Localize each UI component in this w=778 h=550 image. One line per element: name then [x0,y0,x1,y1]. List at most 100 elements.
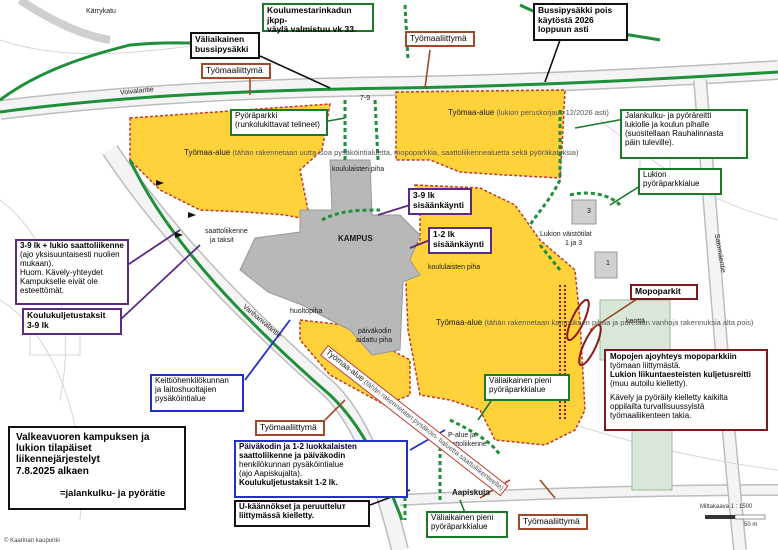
callout-mopojen-ajo-line-4: (muu autoilu kielletty). [610,378,688,388]
callout-sisaankaynti-39-line-2: sisäänkäynti [413,199,465,210]
work-area-top-left-label: Työmaa-alue (tähän rakennetaan uutta iso… [184,148,578,158]
callout-keittio-line-1: Keittiöhenkilökunnan [155,376,229,385]
callout-paivakoti-saatto-line-2: saattoliikenne ja päiväkodin [239,450,346,460]
one-way-arrows [156,180,196,238]
street-aapiskuja: Aapiskuja [452,488,490,497]
callout-paivakoti-saatto-line-1: Päiväkodin ja 1-2 luokkalaisten [239,442,357,451]
work-area-right-desc-1: (tähän rakennetaan kampuksen [484,318,590,327]
work-area-right-desc-3: rakennuksia alta pois) [680,318,754,327]
callout-lukion-pyoraparkki-line-2: pyöräparkkialue [643,178,700,188]
callout-tyomaaliittyma-bottom: Työmaaliittymä [518,514,588,530]
callout-jalankulku-lukio-line-1: Jalankulku- ja pyöräreitti [625,111,712,120]
place-number-1: 1 [606,260,610,267]
callout-ukaannos: U-käännökset ja peruutteluт liittymässä … [234,500,370,527]
place-kampus: KAMPUS [338,234,373,243]
work-area-top-right-desc-1: (lukion peruskorjaus [496,108,564,117]
callout-saatto-39-line-5: Kampukselle eivät ole [20,276,98,286]
work-area-right-desc-2: pihaa ja puretaan vanhoja [591,318,679,327]
mopo-area-ellipse-2 [578,323,602,367]
place-p-alue-1: P-alue ja [448,432,476,439]
street-karrykatu: Kärrykatu [86,8,116,15]
work-area-top-left-desc-3: saattoliikennealuetta sekä [441,148,528,157]
callout-bussipysakki-pois-line-3: loppuun asti [538,24,589,35]
callout-koulumestari-line-2: väylä valmistuu vk 33. [267,24,357,35]
callout-koulumestari-line-1: Koulumestarinkadun jkpp- [267,5,352,25]
place-number-3: 3 [587,208,591,215]
place-koululaisten-piha-mid: koululaisten piha [428,264,481,271]
callout-koulumestari: Koulumestarinkadun jkpp- väylä valmistuu… [262,3,374,35]
map-title-line-2: lukion tilapäiset liikennejärjestelyt [16,443,100,466]
callout-bussipysakki-pois-line-1: Bussipysäkki pois [538,5,613,15]
road-karrykatu [17,0,111,44]
place-kentta: kenttä [626,318,646,325]
callout-ukaannos-line-2: liittymässä kielletty. [239,510,314,520]
callout-saatto-39: 3-9 lk + lukio saattoliikenne (ajo yksis… [15,239,129,305]
callout-pyoraparkki: Pyöräparkki (runkolukittavat telineet) [230,109,328,136]
place-paivakoti-piha-1: päiväkodin [358,328,392,335]
map-title-panel: Valkeavuoren kampuksen ja lukion tilapäi… [8,426,186,510]
callout-valiaikainen-pieni: Väliaikainen pieni pyöräparkkialue [484,374,570,401]
callout-valiaikainen-pieni-line-1: Väliaikainen pieni [489,376,552,385]
building-3 [571,199,597,225]
callout-mopojen-ajo-line-5: Kävely ja pyöräily kielletty kaikilta [610,392,728,402]
callout-lines-purple [119,204,431,321]
callout-keittio: Keittiöhenkilökunnan ja laitoshuoltajien… [150,374,244,412]
callout-paivakoti-saatto: Päiväkodin ja 1-2 luokkalaisten saattoli… [234,440,408,498]
callout-koulukuljetus-39: Koulukuljetustaksit 3-9 lk [22,308,122,335]
callout-saatto-39-line-2: (ajo yksisuuntaisesti nuolien [20,249,120,259]
callout-sisaankaynti-12: 1-2 lk sisäänkäynti [428,227,492,254]
callout-jalankulku-lukio: Jalankulku- ja pyöräreitti lukiolle ja k… [620,109,748,159]
map-title-line-3: 7.8.2025 alkaen [16,465,89,477]
callout-tyomaaliittyma-left: Työmaaliittymä [201,63,271,79]
map-title-line-1: Valkeavuoren kampuksen ja [16,432,150,443]
place-saattoliikenne-taksit: ja taksit [210,237,234,244]
place-p-alue-2: saattoliikenne [444,441,487,448]
callout-valiaikainen-pieni-2-line-1: Väliaikainen pieni [431,513,494,522]
work-area-top-left-desc-2: pysäköintialuetta, mopoparkkia, [334,148,440,157]
callout-paivakoti-saatto-line-4: (ajo Aapiskujalta). [239,468,303,478]
callout-saatto-39-line-1: 3-9 lk + lukio saattoliikenne [20,241,124,250]
callout-koulukuljetus-39-line-2: 3-9 lk [27,319,49,330]
callout-valiaikainen-pieni-2-line-2: pyöräparkkialue [431,521,488,531]
callout-koulukuljetus-39-line-1: Koulukuljetustaksit [27,310,106,320]
building-kampus [239,159,421,356]
callout-valiaikainen-pieni-line-2: pyöräparkkialue [489,384,546,394]
callout-pyoraparkki-line-1: Pyöräparkki [235,111,278,120]
callout-saatto-39-line-4: Huom. Kävely-yhteydet [20,267,103,277]
callout-bussipysakki-pois-line-2: käytöstä 2026 [538,14,594,25]
work-area-top-left-title: Työmaa-alue [184,148,231,157]
callout-mopojen-ajo-line-6: oppilailta turvallisuussyistä [610,401,705,411]
work-area-right-label: Työmaa-alue (tähän rakennetaan kampuksen… [436,318,753,328]
place-paivakoti-piha-2: aidattu piha [356,337,393,344]
callout-bussipysakki-pois: Bussipysäkki pois käytöstä 2026 loppuun … [533,3,628,41]
callout-pyoraparkki-line-2: (runkolukittavat telineet) [235,119,320,129]
callout-keittio-line-3: pysäköintialue [155,393,206,403]
callout-jalankulku-lukio-line-2: lukiolle ja koulun pihalle [625,119,710,129]
callout-sisaankaynti-39-line-1: 3-9 lk [413,190,435,200]
place-koululaisten-piha-top: koululaisten piha [332,166,385,173]
callout-lukion-pyoraparkki-line-1: Lukion [643,170,667,179]
callout-paivakoti-saatto-line-5: Koulukuljetustaksit 1-2 lk. [239,477,338,487]
copyright: © Kaarinan kaupunki [4,538,60,544]
callout-sisaankaynti-12-line-1: 1-2 lk [433,229,455,239]
work-area-top-left-desc-4: pyöräkatoksia) [529,148,579,157]
callout-sisaankaynti-39: 3-9 lk sisäänkäynti [408,188,472,215]
work-area-right-title: Työmaa-alue [436,318,483,327]
work-area-top-right [395,89,566,179]
scale-bar-label: 50 m [744,522,758,528]
callout-mopojen-ajo-line-7: työmaaliikenteen takia. [610,410,692,420]
place-huoltopiha: huoltopiha [290,308,323,315]
callout-lines-red [249,49,641,499]
mopo-area-ellipse-1 [566,298,590,342]
callout-mopojen-ajo-line-1: Mopojen ajoyhteys mopoparkkiin [610,352,737,361]
work-area-top-right-title: Työmaa-alue [448,108,495,117]
callout-valiaikainen-bussipysakki-line-2: bussipysäkki [195,43,249,54]
legend-label: =jalankulku- ja pyörätie [60,487,166,499]
callout-paivakoti-saatto-line-3: henkilökunnan pysäköintialue [239,459,344,469]
callout-saatto-39-line-6: esteettömät. [20,285,65,295]
callout-mopojen-ajo: Mopojen ajoyhteys mopoparkkiin työmaan l… [604,349,768,431]
callout-tyomaaliittyma-top: Työmaaliittymä [405,31,475,47]
scale-bar [705,514,766,520]
callout-valiaikainen-bussipysakki-line-1: Väliaikainen [195,34,245,44]
callout-valiaikainen-pieni-2: Väliaikainen pieni pyöräparkkialue [426,511,508,538]
